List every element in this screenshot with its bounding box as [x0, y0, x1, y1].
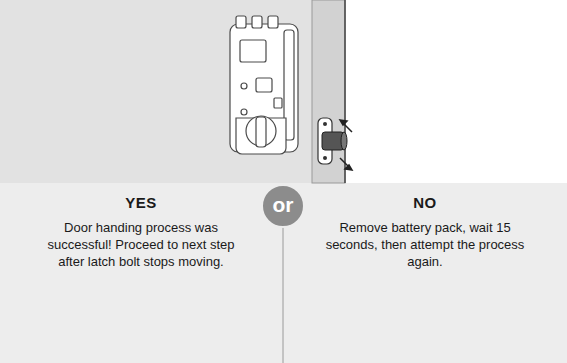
latch-bolt — [318, 118, 347, 164]
or-label: or — [273, 193, 294, 217]
panel-heading: NO — [325, 194, 525, 211]
panel-text: Remove battery pack, wait 15 seconds, th… — [325, 219, 525, 270]
result-panel: YES Door handing process was successful! … — [41, 194, 241, 270]
lock-body — [230, 16, 298, 154]
panel-text: Door handing process was successful! Pro… — [41, 219, 241, 270]
door-edge-line — [344, 0, 346, 183]
door-edge — [312, 0, 345, 183]
motion-arrows — [340, 120, 352, 170]
result-panel: NO Remove battery pack, wait 15 seconds, … — [325, 194, 525, 270]
wall-ground — [0, 0, 567, 183]
or-circle: or — [261, 184, 305, 228]
door-frame-ground — [345, 0, 567, 183]
panel-heading: YES — [41, 194, 241, 211]
panel-ground — [0, 183, 567, 363]
